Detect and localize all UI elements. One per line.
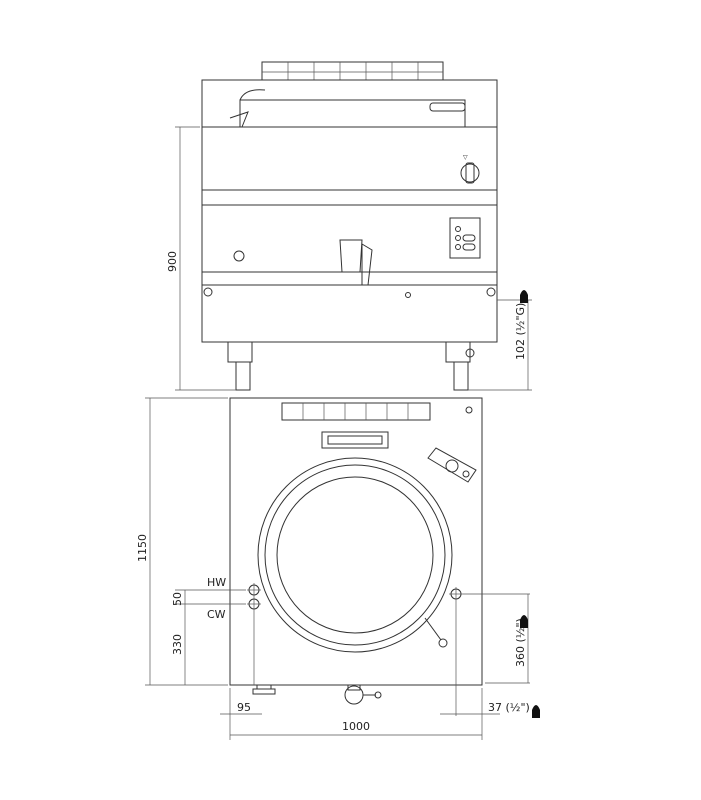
dim-1150-label: 1150 bbox=[136, 534, 149, 562]
kettle-lid bbox=[229, 89, 466, 128]
appliance-body bbox=[201, 79, 498, 343]
legs bbox=[227, 341, 475, 391]
dim-1000-label: 1000 bbox=[342, 720, 370, 733]
dimension-outlet: 102 (½"G) bbox=[468, 290, 532, 391]
water-inlets: HW CW 50 330 bbox=[171, 576, 261, 686]
gas-icon bbox=[520, 290, 528, 303]
dim-37-label: 37 (½") bbox=[488, 701, 530, 714]
lid-handle bbox=[321, 431, 389, 449]
gas-valve bbox=[233, 250, 245, 262]
svg-text:▽: ▽ bbox=[463, 154, 468, 161]
control-knob: ▽ bbox=[460, 154, 480, 184]
dim-95-label: 95 bbox=[237, 701, 251, 714]
drain-outlet bbox=[252, 684, 382, 705]
gas-icon bbox=[532, 705, 540, 718]
dimension-width: 1000 bbox=[230, 688, 483, 740]
dim-50-label: 50 bbox=[171, 592, 184, 606]
dimension-depth: 1150 bbox=[136, 397, 228, 686]
cw-label: CW bbox=[207, 608, 226, 621]
gas-icon bbox=[520, 615, 528, 628]
drain-tap bbox=[339, 239, 373, 286]
plan-view: HW CW 50 330 360 (½") 37 (½") 95 bbox=[136, 397, 540, 740]
dim-900-label: 900 bbox=[166, 251, 179, 272]
dim-102-label: 102 (½"G) bbox=[514, 303, 527, 360]
dim-330-label: 330 bbox=[171, 634, 184, 655]
plan-grid bbox=[281, 402, 431, 421]
dimension-height: 900 bbox=[166, 126, 236, 391]
hw-label: HW bbox=[207, 576, 226, 589]
switch-panel bbox=[449, 217, 481, 259]
control-unit bbox=[427, 447, 477, 483]
gas-inlet: 360 (½") 37 (½") bbox=[440, 587, 540, 718]
dimension-drain: 95 bbox=[220, 688, 262, 740]
top-grid bbox=[261, 61, 444, 81]
front-view: ▽ 900 102 (½"G) bbox=[166, 61, 532, 391]
dim-360-label: 360 (½") bbox=[514, 618, 527, 667]
kettle-circle bbox=[257, 457, 453, 653]
